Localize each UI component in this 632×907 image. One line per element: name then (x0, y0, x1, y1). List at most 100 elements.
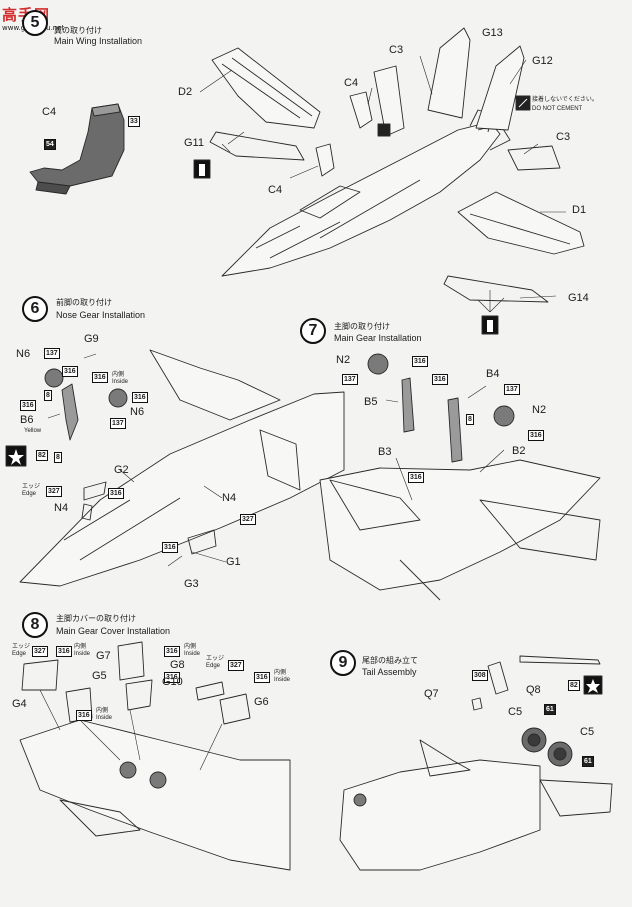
paint-code-54: 54 (44, 139, 56, 150)
step-title-en-8: Main Gear Cover Installation (56, 626, 171, 636)
star-marking-6 (5, 445, 27, 467)
part-label-c5: C5 (508, 706, 523, 718)
part-label-b2: B2 (512, 445, 526, 457)
part-label-g14: G14 (568, 292, 589, 304)
part-label-q7: Q7 (424, 688, 439, 700)
note-inside-en: Inside (112, 379, 129, 385)
part-label-g11: G11 (184, 137, 204, 149)
wing-d2-drawing (211, 47, 321, 129)
paint-code-137: 137 (342, 374, 358, 385)
note-edge-jp-8: エッジ (12, 644, 31, 650)
part-label-b5: B5 (364, 396, 378, 408)
step6-fuselage-drawing (19, 349, 345, 587)
step-title-en-9: Tail Assembly (362, 667, 417, 677)
part-label-g8: G8 (170, 659, 185, 671)
step-title-jp-7: 主脚の取り付け (334, 322, 390, 331)
step-title-jp-6: 前脚の取り付け (56, 298, 112, 307)
note-edge-en-8b: Edge (206, 663, 221, 669)
part-label-q8: Q8 (526, 684, 541, 696)
no-cement-icon (515, 95, 531, 111)
paint-code-316-b: 316 (20, 400, 36, 411)
note-edge-jp: エッジ (22, 484, 41, 490)
part-label-c3-b: C3 (556, 131, 571, 143)
paint-code-8: 8 (44, 390, 52, 401)
note-edge-en-8: Edge (12, 651, 27, 657)
note-inside-jp: 内側 (112, 372, 125, 378)
paint-code-316-c: 316 (92, 372, 108, 383)
part-label-n4: N4 (222, 492, 237, 504)
star-marking-9 (583, 675, 603, 695)
step-number-8: 8 (22, 612, 48, 638)
part-label-c5-b: C5 (580, 726, 595, 738)
part-label-b6: B6 (20, 414, 34, 426)
ejection-seat-drawing (29, 103, 125, 195)
note-inside-en-8d: Inside (274, 677, 291, 683)
step-number-5: 5 (22, 10, 48, 36)
pylon-plate-right (443, 275, 549, 303)
decal-82: 82 (568, 680, 580, 691)
cement-tube-icon-b (481, 315, 499, 335)
leader-lines-step7 (385, 385, 505, 501)
paint-code-316-d: 316 (164, 672, 180, 683)
paint-code-308: 308 (472, 670, 488, 681)
exhaust-nozzles (521, 727, 573, 767)
step-title-en-5: Main Wing Installation (54, 36, 143, 46)
paint-code-316-c: 316 (528, 430, 544, 441)
part-label-g9: G9 (84, 333, 99, 345)
part-label-g12: G12 (532, 55, 553, 67)
paint-code-61-b: 61 (582, 756, 594, 767)
part-label-d2: D2 (178, 86, 193, 98)
part-label-d1: D1 (572, 204, 587, 216)
step5-fuselage-drawing (221, 109, 511, 277)
step-number-6: 6 (22, 296, 48, 322)
wing-d1-drawing (457, 191, 585, 255)
paint-code-316-d: 316 (408, 472, 424, 483)
paint-code-137: 137 (44, 348, 60, 359)
paint-code-327-b: 327 (228, 660, 244, 671)
part-label-n4-b: N4 (54, 502, 69, 514)
paint-code-33: 33 (128, 116, 140, 127)
note-inside-jp-8b: 内側 (96, 708, 109, 714)
step8-fuselage-drawing (19, 719, 291, 871)
step-title-en-7: Main Gear Installation (334, 333, 422, 343)
part-label-c4: C4 (42, 106, 57, 118)
note-inside-jp-8: 内側 (74, 644, 87, 650)
paint-code-316-c: 316 (164, 646, 180, 657)
paint-code-61: 61 (544, 704, 556, 715)
vertical-tails (373, 27, 561, 171)
part-label-g4: G4 (12, 698, 27, 710)
part-label-b4: B4 (486, 368, 500, 380)
paint-code-316-b: 316 (76, 710, 92, 721)
decal-82: 82 (36, 450, 48, 461)
tail-hook-drawing (471, 655, 601, 711)
part-label-b3: B3 (378, 446, 392, 458)
nose-gear-strut (44, 368, 128, 441)
note-yellow: Yellow (24, 428, 42, 434)
note-edge-en: Edge (22, 491, 37, 497)
part-label-g6: G6 (254, 696, 269, 708)
paint-code-316-b: 316 (432, 374, 448, 385)
part-label-g5: G5 (92, 670, 107, 682)
leader-lines-step6 (47, 353, 227, 567)
paint-code-316: 316 (62, 366, 78, 377)
step-number-9: 9 (330, 650, 356, 676)
note-inside-jp-8d: 内側 (274, 670, 287, 676)
part-label-g1: G1 (226, 556, 241, 568)
leader-lines-step8 (39, 689, 223, 771)
cover-parts-8 (21, 641, 251, 725)
paint-code-8: 8 (466, 414, 474, 425)
part-label-n6: N6 (16, 348, 31, 360)
part-label-g10: G10 (162, 676, 183, 688)
part-label-n2-b: N2 (532, 404, 547, 416)
no-cement-en: DO NOT CEMENT (532, 106, 583, 112)
paint-code-316-d: 316 (132, 392, 148, 403)
part-label-c4-c: C4 (344, 77, 359, 89)
paint-code-316-e: 316 (254, 672, 270, 683)
part-label-n6-b: N6 (130, 406, 145, 418)
paint-code-137-b: 137 (504, 384, 520, 395)
paint-code-327: 327 (32, 646, 48, 657)
step-number-7: 7 (300, 318, 326, 344)
part-label-g2: G2 (114, 464, 129, 476)
